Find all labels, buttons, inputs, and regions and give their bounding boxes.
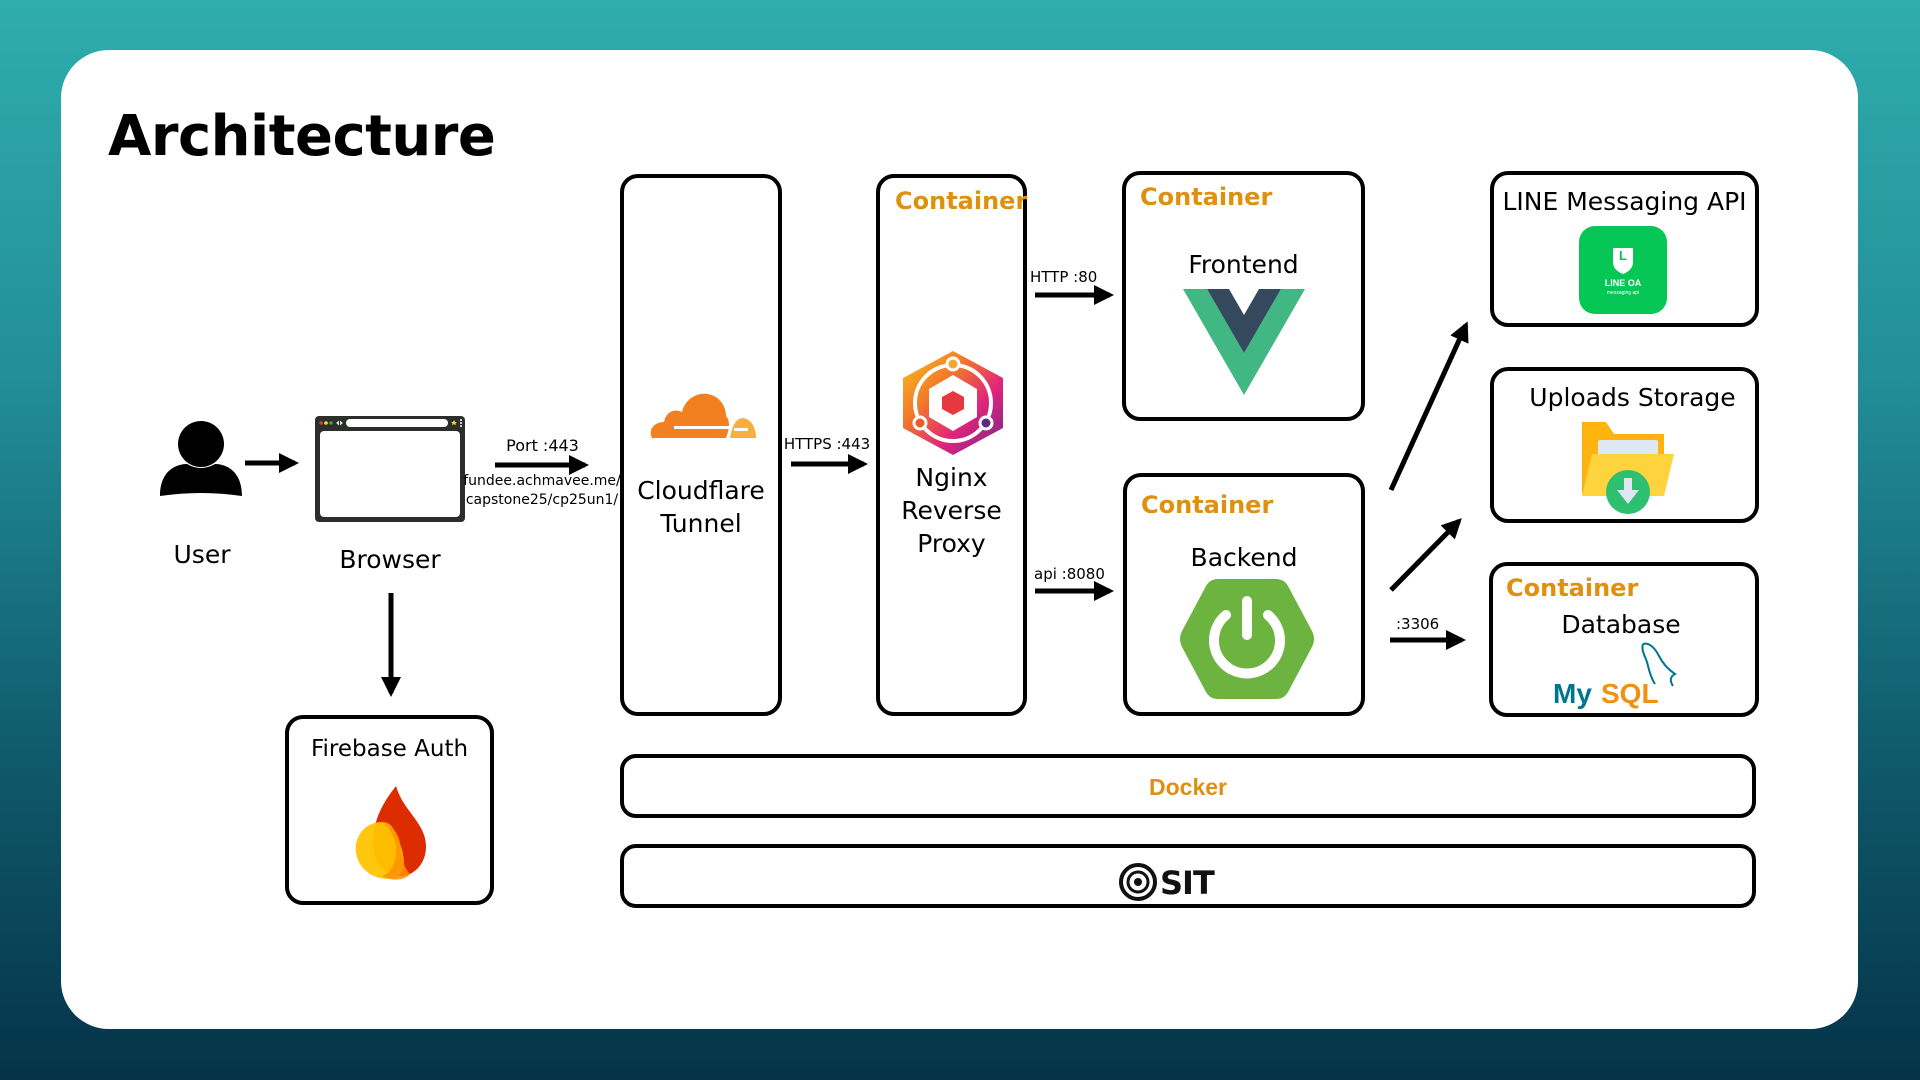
line-messaging-api-box: LINE Messaging API L LINE OA messaging a… — [1490, 171, 1759, 327]
database-container-box: Container Database My SQL — [1489, 562, 1759, 717]
user-icon — [157, 420, 245, 504]
nginx-label-line1: Nginx — [915, 463, 988, 492]
firebase-flame-icon — [352, 784, 432, 884]
container-tag: Container — [895, 187, 1028, 215]
user-label: User — [173, 540, 231, 569]
mysql-logo-text-sql: SQL — [1601, 678, 1659, 709]
container-tag: Container — [1506, 574, 1639, 602]
mysql-logo-text-my: My — [1553, 678, 1592, 709]
database-label: Database — [1561, 610, 1681, 639]
vue-logo-icon — [1183, 289, 1305, 395]
uploads-storage-box: Uploads Storage — [1490, 367, 1759, 523]
spring-boot-icon — [1178, 577, 1316, 701]
frontend-container-box: Container Frontend — [1122, 171, 1365, 421]
nginx-proxy-manager-icon — [900, 349, 1006, 457]
backend-label: Backend — [1190, 543, 1298, 572]
line-oa-icon: L LINE OA messaging api — [1579, 226, 1667, 314]
sit-logo-text: SIT — [1160, 864, 1215, 902]
nginx-container-box: Container Nginx Reverse Proxy — [876, 174, 1027, 716]
edge-label-https-443: HTTPS :443 — [783, 435, 871, 453]
uploads-storage-label: Uploads Storage — [1529, 383, 1736, 412]
cloudflare-cloud-icon — [646, 388, 758, 442]
browser-label: Browser — [339, 545, 441, 574]
edge-label-api-8080: api :8080 — [1034, 565, 1105, 583]
edge-url-line2: capstone25/cp25un1/ — [465, 492, 619, 508]
edge-url-line1: fundee.achmavee.me/ — [463, 473, 621, 489]
line-messaging-api-label: LINE Messaging API — [1502, 187, 1747, 216]
firebase-auth-box: Firebase Auth — [285, 715, 494, 905]
mysql-logo-icon: My SQL — [1551, 640, 1701, 712]
host-layer-bar: SIT — [620, 844, 1756, 908]
cloudflare-label-line2: Tunnel — [660, 509, 742, 538]
nginx-label-line3: Proxy — [917, 529, 986, 558]
sit-logo-icon: SIT — [1118, 862, 1228, 902]
edge-label-3306: :3306 — [1396, 615, 1440, 633]
line-oa-subtitle: messaging api — [1606, 290, 1640, 296]
edge-label-http-80: HTTP :80 — [1030, 268, 1098, 286]
cloudflare-tunnel-box: Cloudflare Tunnel — [620, 174, 782, 716]
line-oa-letter: L — [1619, 248, 1627, 263]
folder-download-icon — [1580, 418, 1676, 514]
page-title: Architecture — [108, 104, 496, 169]
nginx-label-line2: Reverse — [901, 496, 1002, 525]
backend-container-box: Container Backend — [1123, 473, 1365, 716]
frontend-label: Frontend — [1188, 250, 1299, 279]
cloudflare-label-line1: Cloudflare — [637, 476, 765, 505]
edge-label-port-443: Port :443 — [506, 436, 579, 455]
browser-window-icon — [315, 416, 465, 522]
docker-layer-bar: Docker — [620, 754, 1756, 818]
docker-label: Docker — [1149, 774, 1227, 800]
firebase-auth-label: Firebase Auth — [310, 736, 469, 762]
container-tag: Container — [1140, 183, 1273, 211]
line-oa-title: LINE OA — [1604, 278, 1642, 288]
container-tag: Container — [1141, 491, 1274, 519]
